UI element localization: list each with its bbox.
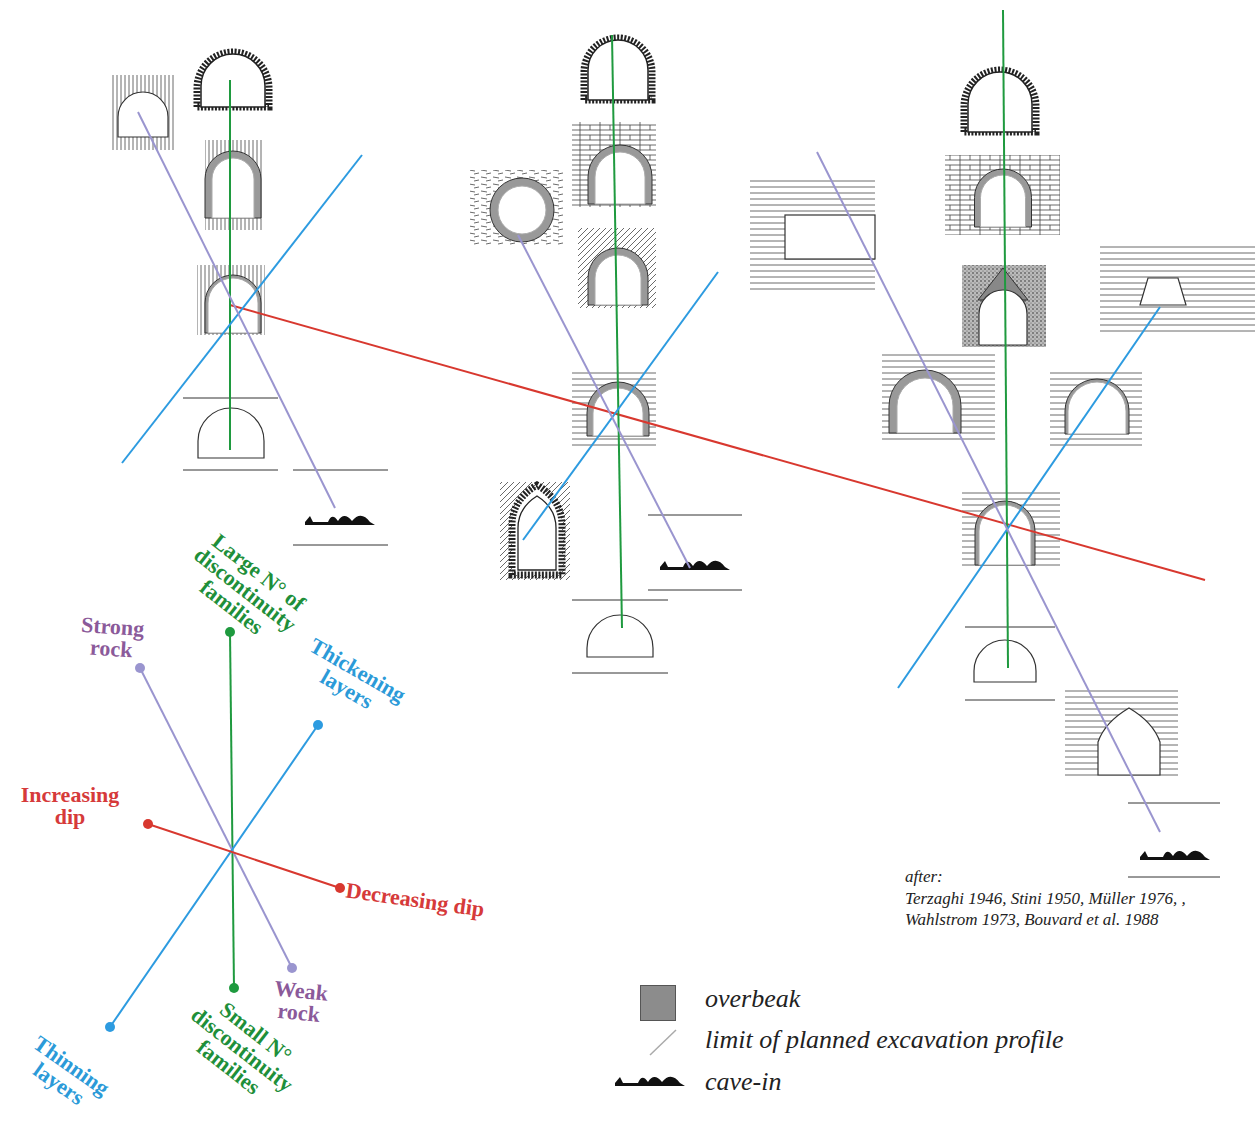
- tunnel-profile: [1098, 708, 1160, 775]
- dip-axis: [230, 305, 1205, 580]
- axis-end-label: Increasing dip: [5, 784, 135, 828]
- rock-texture: [750, 180, 875, 290]
- axis-end-label: Thickening layers: [276, 623, 428, 736]
- tunnel-profile: [785, 215, 875, 259]
- cave-in-sample: [615, 1077, 685, 1086]
- axis-end-label: Weak rock: [248, 975, 352, 1029]
- tunnel-profile: [588, 40, 648, 100]
- broken-rock-profile: [512, 485, 562, 575]
- tunnel-profile: [981, 175, 1026, 227]
- discontinuity-axis: [1003, 10, 1008, 668]
- tunnel-profile: [968, 72, 1032, 132]
- tunnel-profile: [979, 505, 1031, 565]
- cave-in-symbol: [305, 516, 375, 525]
- axis-end-label: Strong rock: [56, 612, 169, 664]
- tunnel-profile: [595, 152, 645, 204]
- axis-end-label: Thinning layers: [11, 1028, 118, 1121]
- tunnel-profile: [587, 615, 653, 657]
- rock-texture: [1065, 688, 1178, 776]
- dip-axis: [148, 824, 340, 888]
- tunnel-profile: [118, 92, 168, 137]
- axis-end-label: Decreasing dip: [344, 879, 486, 920]
- layer-axis: [122, 155, 362, 463]
- overbreak: [490, 178, 554, 242]
- broken-rock-profile: [197, 52, 269, 107]
- layer-axis: [898, 307, 1160, 688]
- cave-in-symbol: [1140, 851, 1210, 860]
- ground-line: [183, 470, 278, 471]
- rock-texture: [962, 265, 1046, 347]
- legend-text: cave-in: [705, 1068, 782, 1097]
- profile-line-sample: [650, 1030, 676, 1055]
- rock-texture: [1050, 368, 1142, 446]
- tunnel-profile: [212, 158, 254, 218]
- tunnel-profile: [498, 186, 546, 234]
- overbreak: [889, 370, 961, 433]
- axis-dot: [313, 720, 323, 730]
- source-note: after:: [905, 866, 943, 887]
- ground-line: [293, 470, 388, 471]
- cave-in-symbol: [615, 1077, 685, 1086]
- strength-axis: [817, 152, 1160, 832]
- rock-texture: [945, 155, 1060, 235]
- axis-dot: [105, 1022, 115, 1032]
- axis-dot: [135, 663, 145, 673]
- ground-line: [572, 673, 668, 674]
- rock-texture: [572, 368, 656, 450]
- cave-in-symbol: [660, 561, 730, 570]
- ground-line: [1128, 877, 1220, 878]
- axis-dot: [225, 627, 235, 637]
- rock-texture: [110, 75, 175, 150]
- tunnel-profile: [518, 496, 556, 570]
- axis-dot: [335, 883, 345, 893]
- strength-axis: [138, 112, 335, 508]
- ground-line: [965, 627, 1055, 628]
- tunnel-profile: [1140, 278, 1186, 305]
- rock-texture: [205, 140, 263, 230]
- overbreak: [588, 145, 652, 204]
- tunnel-profile: [1068, 382, 1126, 434]
- discontinuity-axis: [612, 35, 622, 628]
- strength-axis: [518, 235, 690, 568]
- tunnel-profile: [974, 640, 1036, 682]
- strength-axis: [140, 668, 292, 968]
- overbreak: [588, 248, 648, 305]
- legend-samples: [615, 1030, 685, 1086]
- overbreak: [205, 151, 261, 218]
- tunnel-profile: [201, 54, 265, 107]
- overbreak: [1065, 379, 1129, 434]
- legend-swatch: [640, 985, 676, 1021]
- rock-texture: [1100, 245, 1255, 335]
- rock-texture: [470, 170, 565, 245]
- axis-dots: [105, 627, 345, 1032]
- legend-text: overbeak: [705, 985, 800, 1014]
- rock-texture: [962, 490, 1060, 570]
- axis-lines: [110, 10, 1205, 1027]
- axis-end-label: Large N° of discontinuity families: [166, 518, 325, 662]
- ground-line: [965, 700, 1055, 701]
- axis-dot: [143, 819, 153, 829]
- broken-rock-profile: [584, 38, 652, 100]
- tunnel-profile: [595, 255, 641, 305]
- tunnel-profile: [979, 290, 1027, 345]
- ground-line: [572, 600, 668, 601]
- axis-dot: [229, 983, 239, 993]
- legend-text: limit of planned excavation profile: [705, 1026, 1064, 1055]
- broken-rock-profile: [964, 70, 1036, 132]
- overbreak: [975, 169, 1032, 227]
- layer-axis: [523, 272, 718, 540]
- ground-line: [648, 590, 742, 591]
- axis-dot: [287, 963, 297, 973]
- tunnel-sketches: [110, 38, 1255, 877]
- rock-texture: [500, 482, 570, 580]
- discontinuity-axis: [229, 80, 231, 450]
- ground-line: [293, 545, 388, 546]
- discontinuity-axis: [230, 632, 234, 988]
- ground-line: [1128, 803, 1220, 804]
- source-note: Terzaghi 1946, Stini 1950, Müller 1976, …: [905, 888, 1255, 931]
